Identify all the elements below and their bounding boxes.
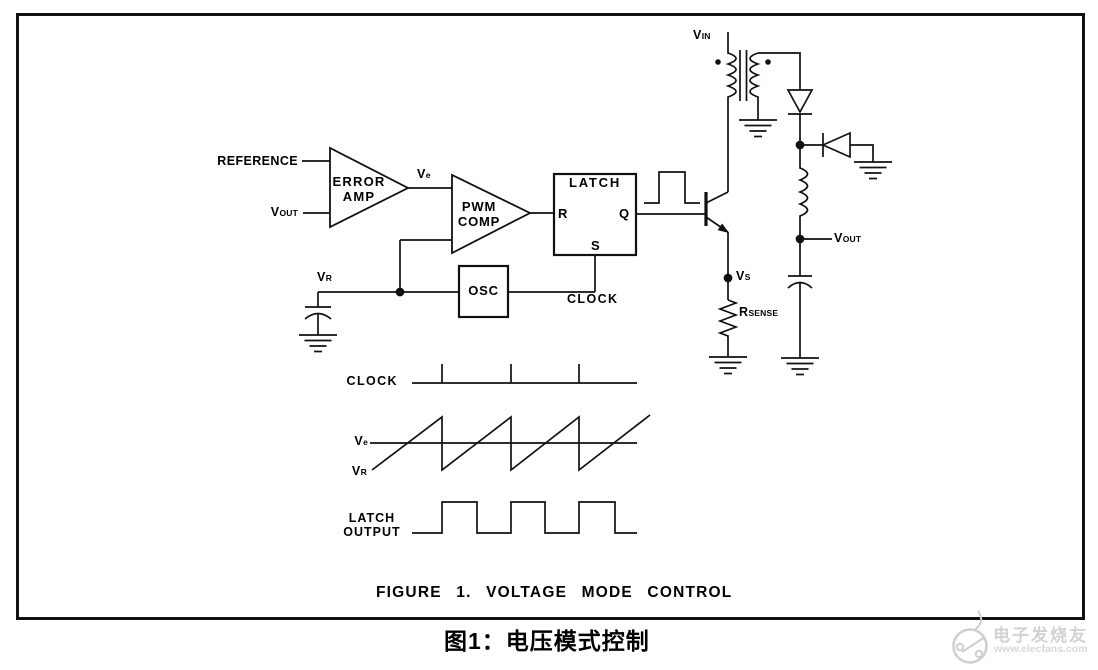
ground-symbol-transformer xyxy=(739,119,777,138)
osc-label: OSC xyxy=(468,283,499,298)
pwm-comp-triangle xyxy=(399,173,554,292)
waveform-clock-label: CLOCK xyxy=(346,374,398,388)
error-amp-triangle xyxy=(302,146,452,229)
figure-caption-chinese: 图1：电压模式控制 xyxy=(444,628,650,654)
rsense-resistor xyxy=(717,299,739,357)
output-capacitor xyxy=(787,275,813,358)
ground-symbol-freewheel xyxy=(854,161,892,180)
output-inductor xyxy=(797,145,809,276)
rectifier-diode xyxy=(786,89,814,145)
waveform-vr-label: VR xyxy=(351,464,367,478)
vr-capacitor xyxy=(304,292,332,335)
osc-box xyxy=(318,264,595,319)
ground-symbol-rsense xyxy=(709,356,747,375)
latch-s-label: S xyxy=(591,238,601,253)
junction-dot-vr xyxy=(395,287,405,297)
reference-label: REFERENCE xyxy=(217,154,298,168)
vin-label: VIN xyxy=(693,28,711,42)
ground-symbol-vr xyxy=(299,334,337,353)
transformer xyxy=(715,32,801,192)
latch-title-label: LATCH xyxy=(568,175,622,190)
figure-border xyxy=(16,13,1085,620)
npn-transistor xyxy=(704,191,729,300)
ground-symbol-output xyxy=(781,357,819,376)
vout-output-label: VOUT xyxy=(834,231,862,245)
waveform-ve-label: Ve xyxy=(354,434,368,448)
q-pulse-glyph xyxy=(644,171,700,204)
waveform-clock xyxy=(412,364,637,384)
freewheel-diode xyxy=(800,131,874,162)
waveform-latch-output-label: LATCH OUTPUT xyxy=(343,511,401,540)
latch-box xyxy=(552,172,706,292)
vs-label: VS xyxy=(736,269,751,283)
rsense-label: RSENSE xyxy=(739,305,779,319)
watermark-site-name: 电子发烧友 xyxy=(993,626,1088,645)
vr-node-label: VR xyxy=(317,270,333,284)
junction-dot-vs xyxy=(723,273,733,283)
latch-q-label: Q xyxy=(619,206,630,221)
figure-caption-english: FIGURE 1. VOLTAGE MODE CONTROL xyxy=(376,584,733,601)
pwm-comp-label: PWM COMP xyxy=(457,199,501,229)
watermark-site-url: www.elecfans.com xyxy=(994,643,1088,655)
ve-node-label: Ve xyxy=(417,167,431,181)
latch-r-label: R xyxy=(558,206,568,221)
clock-wire-label: CLOCK xyxy=(567,292,619,306)
elecfans-logo-icon xyxy=(952,610,988,664)
error-amp-label: ERROR AMP xyxy=(332,174,386,204)
vout-input-label: VOUT xyxy=(270,205,298,219)
waveform-latch-output xyxy=(412,501,637,534)
waveform-ve-vr-ramp xyxy=(370,414,651,472)
